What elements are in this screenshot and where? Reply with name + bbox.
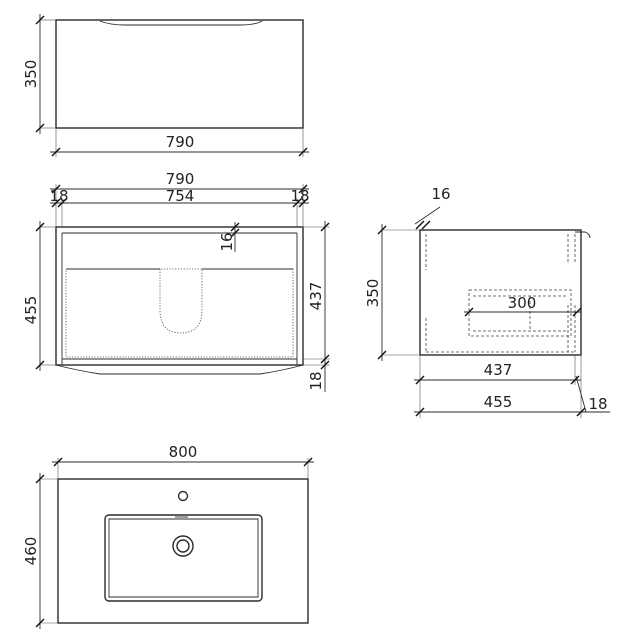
cabinet-inner-width-label: 754: [166, 187, 195, 205]
cabinet-inner-height-label: 437: [307, 282, 325, 311]
cabinet-view: 790 18 754 18 16 455 437 18: [22, 170, 330, 392]
drain-outer: [172, 535, 194, 557]
cabinet-handle-groove: [55, 364, 304, 375]
side-height-label: 350: [364, 279, 382, 308]
cabinet-left-panel-label: 18: [49, 187, 68, 205]
side-view: 16 350 300 437 455 18: [364, 185, 610, 418]
side-inner-depth-label: 437: [484, 361, 513, 379]
basin-view: 800 460: [22, 443, 314, 629]
side-front-panel-label: 18: [588, 395, 607, 413]
drain-inner: [176, 539, 190, 553]
siphon-cutout: [159, 269, 203, 334]
cabinet-bottom-panel-label: 18: [307, 371, 325, 390]
basin-bowl-inner: [108, 518, 259, 598]
side-drawer-outline: [468, 289, 572, 337]
side-back-panel-dimension: [414, 206, 441, 225]
basin-outer: [57, 478, 309, 624]
basin-width-label: 800: [169, 443, 198, 461]
side-outer: [419, 229, 582, 356]
drawer-front-panel: [55, 19, 304, 129]
basin-depth-label: 460: [22, 537, 40, 566]
cabinet-overall-height-label: 455: [22, 296, 40, 325]
basin-bowl-outer: [104, 514, 263, 602]
side-overall-depth-label: 455: [484, 393, 513, 411]
front-height-label: 350: [22, 60, 40, 89]
drawer-box: [65, 268, 294, 358]
cabinet-outer: [55, 226, 304, 366]
side-drawer-depth-label: 300: [508, 294, 537, 312]
cabinet-top-panel-label: 16: [218, 232, 236, 251]
tap-hole: [177, 490, 189, 502]
drawer-handle-groove: [99, 20, 263, 26]
side-back-panel-label: 16: [431, 185, 450, 203]
front-width-label: 790: [166, 133, 195, 151]
cabinet-overall-width-label: 790: [166, 170, 195, 188]
cabinet-right-panel-label: 18: [290, 187, 309, 205]
front-view: 350 790: [22, 14, 309, 157]
